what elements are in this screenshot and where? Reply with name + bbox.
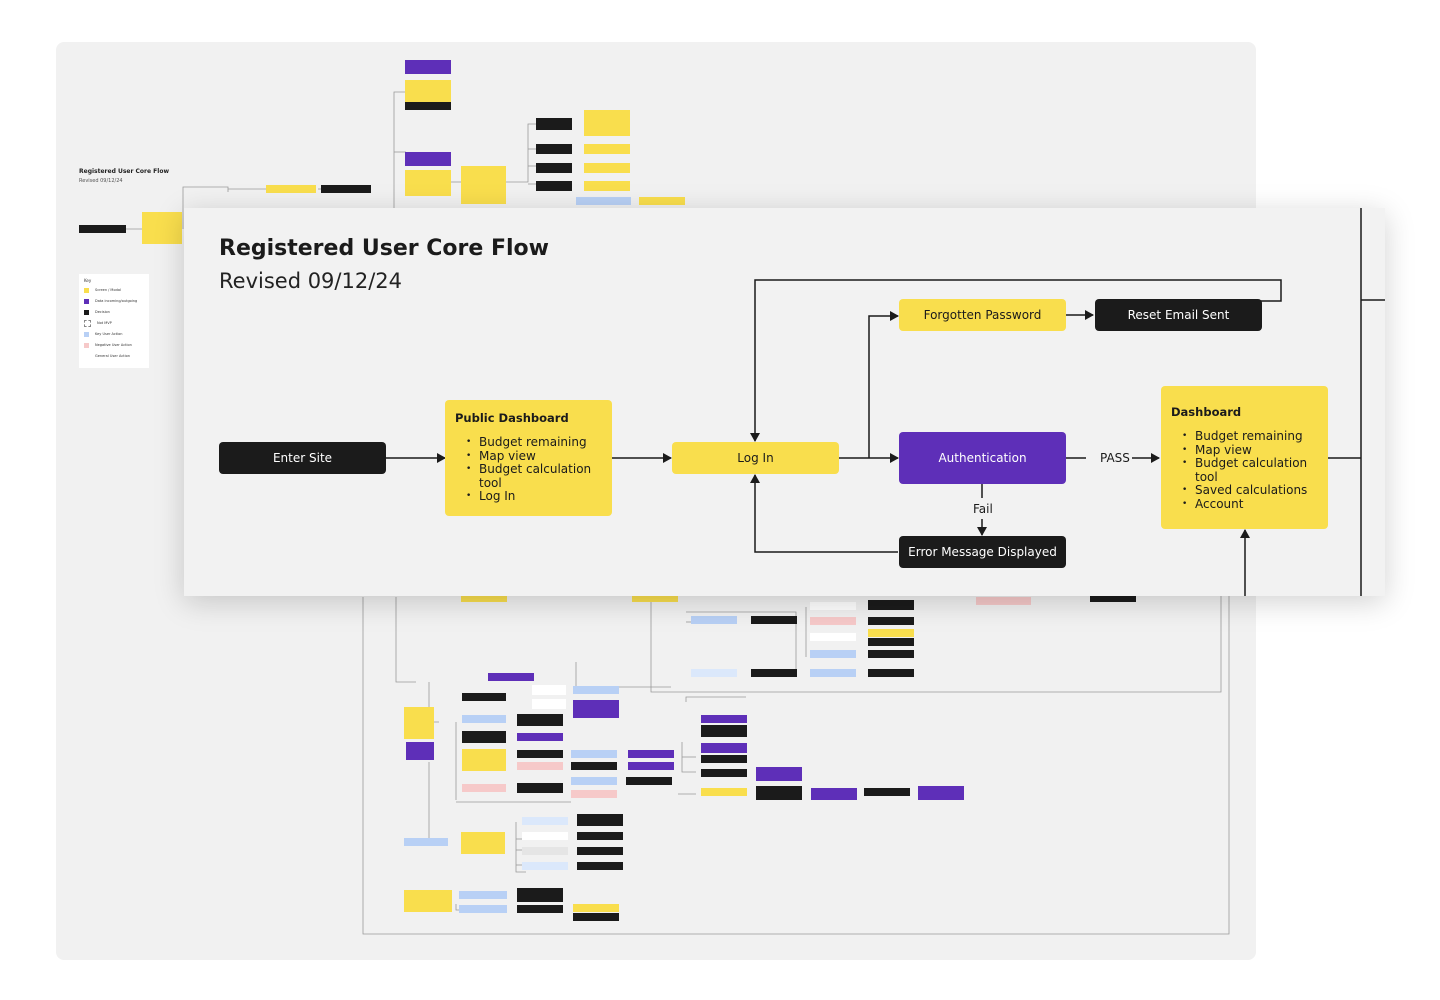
fail-label: Fail (973, 502, 993, 516)
key-label: Decision (95, 310, 110, 314)
key-item: Key User Action (84, 331, 148, 337)
public-dashboard-list: Budget remaining Map view Budget calcula… (455, 435, 602, 504)
flow-connectors (386, 208, 1385, 596)
background-flow-canvas (79, 60, 1230, 935)
authentication-node[interactable]: Authentication (899, 432, 1066, 484)
edge-login-to-forgot (868, 311, 899, 458)
key-item: Screen / Modal (84, 287, 148, 293)
key-swatch (84, 309, 89, 315)
edge-error-to-login (750, 474, 898, 553)
list-item: Log In (466, 489, 602, 504)
key-title: Key (84, 278, 92, 283)
key-item: Negative User Action (84, 342, 148, 348)
list-item: Saved calculations (1182, 483, 1318, 498)
list-item: Account (1182, 497, 1318, 512)
list-item: Budget calculation tool (1182, 456, 1318, 484)
public-dashboard-title: Public Dashboard (455, 411, 569, 425)
key-swatch (84, 342, 89, 348)
page-title: Registered User Core Flow (219, 236, 549, 261)
key-item: Decision (84, 309, 148, 315)
list-item: Budget remaining (1182, 429, 1318, 444)
key-label: Data incoming/outgoing (95, 299, 138, 303)
list-item: Map view (1182, 443, 1318, 458)
key-item: General User Action (84, 353, 148, 359)
key-swatch (84, 287, 89, 293)
dashboard-list: Budget remaining Map view Budget calcula… (1171, 429, 1318, 512)
key-label: Negative User Action (95, 343, 132, 347)
error-message-node[interactable]: Error Message Displayed (899, 536, 1066, 568)
key-legend: Key Screen / Modal Data incoming/outgoin… (79, 274, 149, 368)
key-swatch (84, 319, 91, 327)
key-item: Not MVP (84, 319, 148, 327)
background-board-subtitle: Revised 09/12/24 (79, 178, 123, 184)
list-item: Budget calculation tool (466, 462, 602, 490)
reset-email-sent-node[interactable]: Reset Email Sent (1095, 299, 1262, 331)
key-label: Key User Action (95, 332, 123, 336)
key-swatch (84, 353, 89, 359)
list-item: Map view (466, 449, 602, 464)
key-item: Data incoming/outgoing (84, 298, 148, 304)
key-swatch (84, 331, 89, 337)
pass-label: PASS (1100, 451, 1130, 465)
list-item: Budget remaining (466, 435, 602, 450)
key-label: Not MVP (97, 321, 112, 325)
authentication-label: Authentication (938, 451, 1027, 465)
edge-reset-to-login (750, 279, 1282, 442)
forgotten-password-node[interactable]: Forgotten Password (899, 299, 1066, 331)
log-in-label: Log In (737, 451, 774, 465)
enter-site-label: Enter Site (272, 451, 333, 465)
forgotten-password-label: Forgotten Password (923, 308, 1042, 322)
error-message-label: Error Message Displayed (908, 545, 1057, 559)
log-in-node[interactable]: Log In (672, 442, 839, 474)
page-subtitle: Revised 09/12/24 (219, 269, 403, 293)
dashboard-node[interactable]: Dashboard Budget remaining Map view Budg… (1161, 386, 1328, 529)
flow-card: Registered User Core Flow Revised 09/12/… (184, 208, 1385, 596)
public-dashboard-node[interactable]: Public Dashboard Budget remaining Map vi… (445, 400, 612, 516)
background-board-title: Registered User Core Flow (79, 168, 169, 175)
key-swatch (84, 298, 89, 304)
enter-site-node[interactable]: Enter Site (219, 442, 386, 474)
reset-email-sent-label: Reset Email Sent (1127, 308, 1230, 322)
key-label: General User Action (95, 354, 130, 358)
dashboard-title: Dashboard (1171, 405, 1242, 419)
key-label: Screen / Modal (95, 288, 121, 292)
